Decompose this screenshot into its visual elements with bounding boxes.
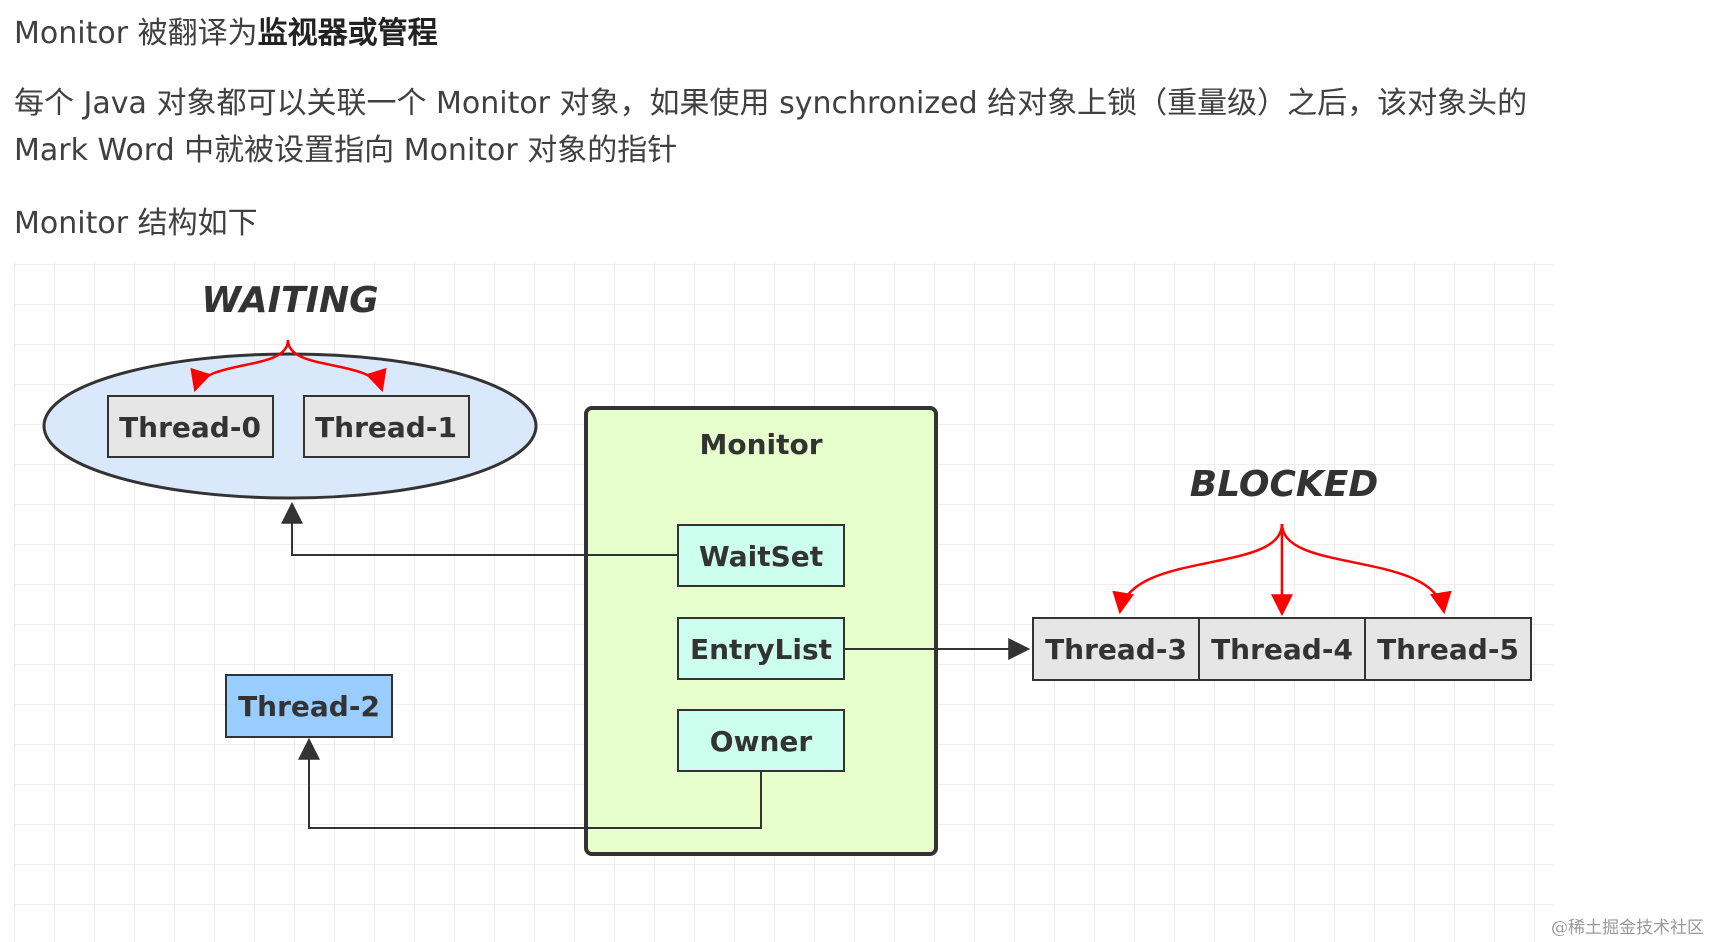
- thread-1-box: [303, 395, 470, 458]
- monitor-structure-diagram: WAITING Thread-0 Thread-1 Monitor WaitSe…: [14, 262, 1554, 942]
- waiting-arrow-left: [190, 339, 290, 393]
- thread-0-label: Thread-0: [119, 411, 261, 444]
- thread-1-label: Thread-1: [315, 411, 457, 444]
- owner-box: [677, 709, 845, 772]
- structure-caption: Monitor 结构如下: [14, 206, 258, 241]
- thread-4-box: [1198, 617, 1366, 681]
- waiting-label: WAITING: [201, 280, 378, 321]
- thread-5-box: [1364, 617, 1532, 681]
- blocked-arrow-right: [1280, 523, 1452, 615]
- heading-prefix: Monitor 被翻译为: [14, 16, 258, 51]
- monitor-title: Monitor: [699, 428, 822, 461]
- blocked-arrow-left: [1112, 523, 1284, 615]
- thread-3-label: Thread-3: [1045, 633, 1187, 666]
- entrylist-box: [677, 617, 845, 680]
- thread-5-label: Thread-5: [1377, 633, 1519, 666]
- heading-line: Monitor 被翻译为监视器或管程: [14, 8, 438, 52]
- waiting-ellipse: [42, 352, 538, 500]
- thread-2-box: [225, 674, 393, 738]
- paragraph-line-2: Mark Word 中就被设置指向 Monitor 对象的指针: [14, 133, 678, 168]
- paragraph-line-1: 每个 Java 对象都可以关联一个 Monitor 对象，如果使用 synchr…: [14, 86, 1528, 121]
- thread-3-box: [1032, 617, 1200, 681]
- attribution-text: @稀土掘金技术社区: [1551, 918, 1704, 938]
- waitset-label: WaitSet: [699, 540, 823, 573]
- owner-to-thread-2-connector: [298, 737, 762, 829]
- thread-4-label: Thread-4: [1211, 633, 1353, 666]
- blocked-label: BLOCKED: [1190, 464, 1379, 505]
- waitset-to-waiting-connector: [281, 501, 678, 556]
- thread-2-label: Thread-2: [238, 690, 380, 723]
- thread-0-box: [107, 395, 274, 458]
- heading-bold: 监视器或管程: [257, 16, 438, 51]
- waiting-arrow-right: [286, 339, 387, 393]
- entrylist-label: EntryList: [690, 633, 832, 666]
- owner-label: Owner: [710, 725, 813, 758]
